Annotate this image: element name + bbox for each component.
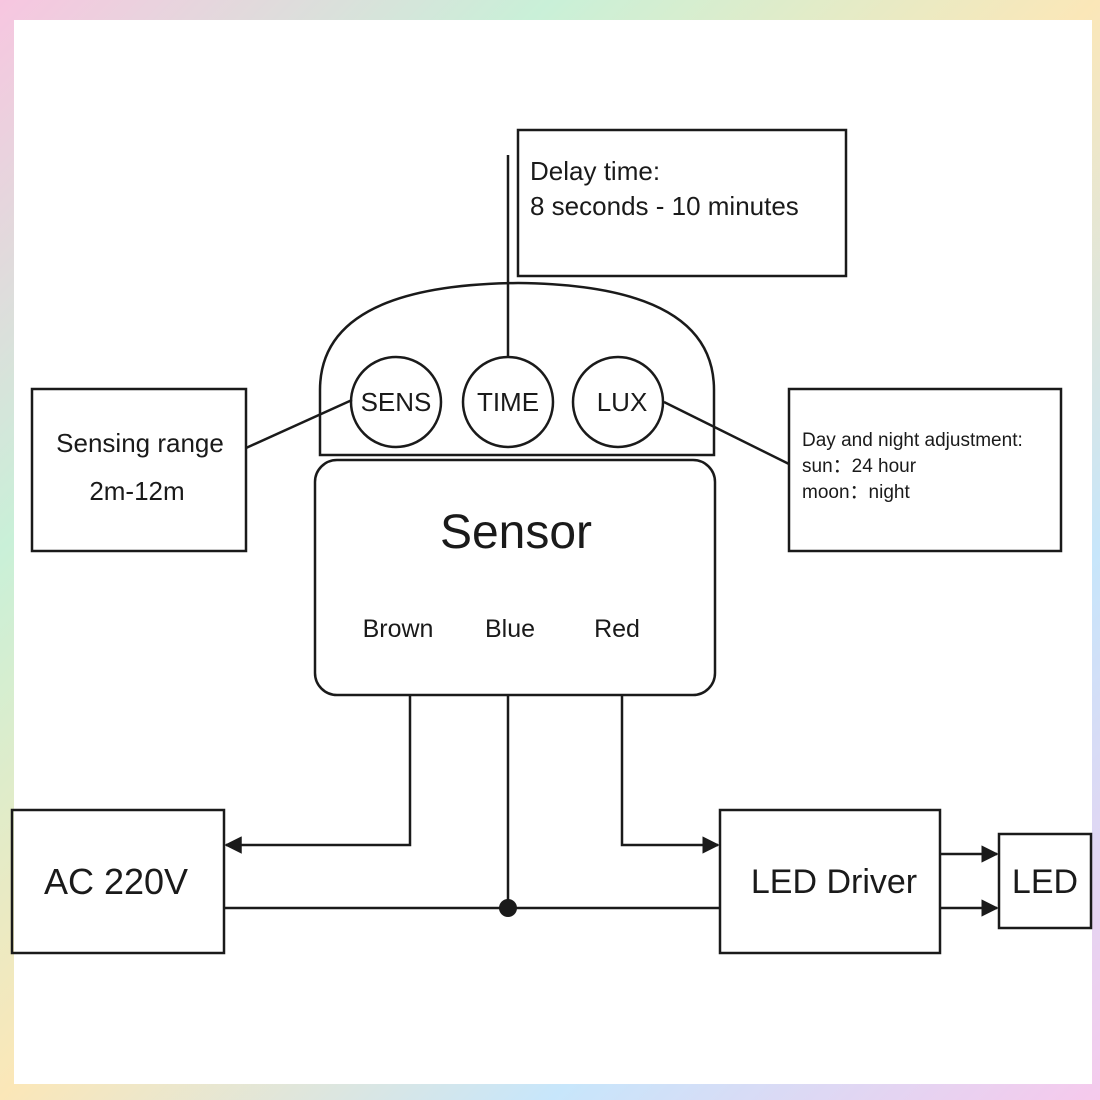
day-night-sun: sun：24 hour	[802, 456, 917, 477]
led-box	[997, 832, 1093, 930]
sensor-body	[313, 458, 717, 697]
wire-brown-label: Brown	[363, 615, 434, 643]
sensor-title: Sensor	[440, 506, 592, 559]
time-knob	[461, 355, 555, 449]
red-wire	[620, 695, 720, 854]
day-night-moon: moon：night	[802, 482, 910, 503]
brown-wire	[224, 695, 412, 854]
sens-knob	[349, 355, 443, 449]
lux-knob-label: LUX	[597, 387, 648, 417]
junction-dot	[499, 899, 517, 917]
sensor-dome	[318, 281, 716, 457]
ac-220v-box	[10, 808, 226, 955]
sens-knob-label: SENS	[361, 387, 432, 417]
diagram-canvas: Delay time: 8 seconds - 10 minutes SENS …	[10, 20, 1093, 1084]
day-night-label: Day and night adjustment:	[802, 430, 1023, 451]
wire-red-label: Red	[594, 615, 640, 643]
time-knob-label: TIME	[477, 387, 539, 417]
delay-time-box	[516, 128, 848, 278]
day-night-box	[787, 387, 1063, 553]
lux-leader-line	[663, 400, 790, 466]
sensing-range-value: 2m-12m	[89, 476, 184, 506]
led-label: LED	[1012, 863, 1078, 901]
wire-blue-label: Blue	[485, 615, 535, 643]
led-driver-label: LED Driver	[751, 863, 917, 901]
sensing-range-label: Sensing range	[56, 428, 224, 458]
led-driver-box	[718, 808, 942, 955]
sens-leader-line	[245, 398, 353, 450]
sensing-range-box	[30, 387, 248, 553]
ac-220v-label: AC 220V	[44, 861, 188, 902]
delay-time-range: 8 seconds - 10 minutes	[530, 191, 799, 221]
delay-time-label: Delay time:	[530, 156, 660, 186]
lux-knob	[571, 355, 665, 449]
